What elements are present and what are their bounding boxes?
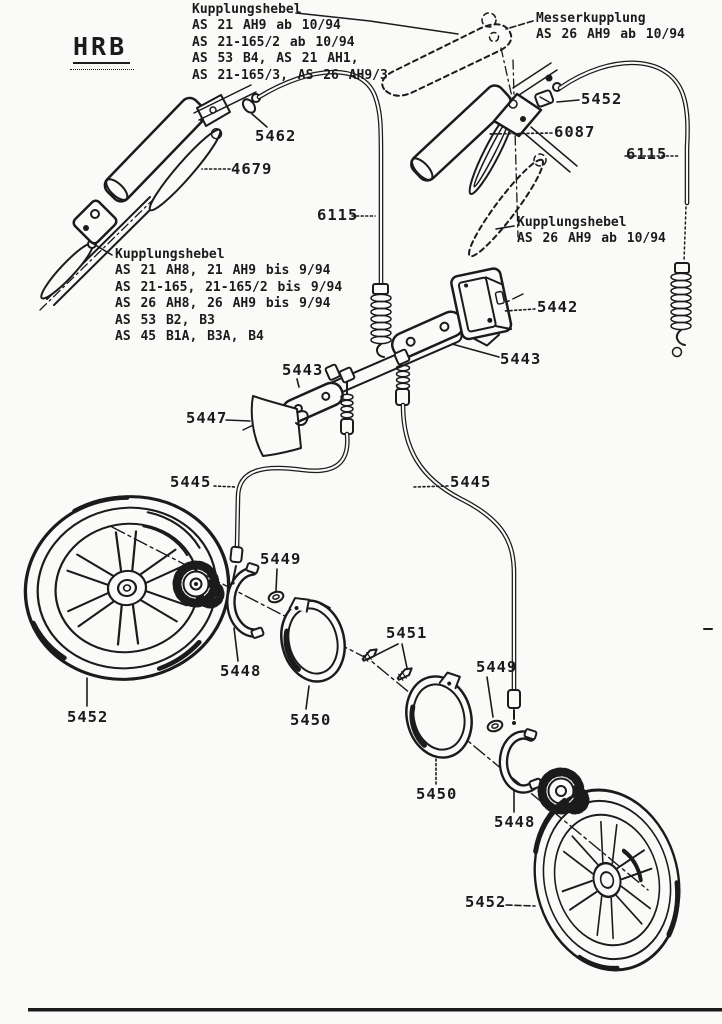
legend-line: Kupplungshebel	[517, 215, 627, 230]
screws-5451	[361, 648, 413, 681]
part-label-bowden-left: 5445	[170, 473, 212, 491]
hrb-stamp: HRB	[73, 32, 131, 64]
brake-band-right	[498, 728, 543, 794]
legend-mid-left: Kupplungshebel AS 21 AH8, 21 AH9 bis 9/9…	[115, 247, 342, 345]
guide-plate	[250, 395, 309, 457]
legend-line: AS 26 AH9 ab 10/94	[536, 27, 685, 43]
switch-box	[450, 267, 513, 347]
part-label-cable-right: 6115	[626, 145, 668, 163]
part-label-clip-left: 5462	[255, 127, 297, 145]
leader-lines	[86, 12, 681, 907]
legend-line: AS 26 AH9 ab 10/94	[517, 231, 666, 247]
part-label-lever-left: 4679	[231, 160, 273, 178]
washer-left	[267, 590, 285, 604]
legend-line: AS 21-165/3, AS 26 AH9/3	[192, 67, 388, 83]
legend-line: Kupplungshebel	[115, 247, 225, 262]
part-label-band-left: 5448	[220, 662, 262, 680]
bottom-border-line	[28, 1008, 722, 1012]
part-label-bowden-right: 5445	[450, 473, 492, 491]
legend-line: AS 21-165, 21-165/2 bis 9/94	[115, 279, 343, 295]
part-label-cable-left: 6115	[317, 206, 359, 224]
blade-clutch-lever	[381, 12, 515, 107]
part-label-washer-right: 5449	[476, 658, 518, 676]
legend-line: Messerkupplung	[536, 11, 646, 26]
washer-right	[486, 719, 504, 733]
part-label-wheel-left: 5452	[67, 708, 109, 726]
bowden-cable-right	[393, 348, 521, 725]
legend-line: AS 53 B2, B3	[115, 312, 215, 328]
handlebar-left	[39, 84, 257, 311]
part-label-screws: 5451	[386, 624, 428, 642]
legend-line: AS 26 AH8, 26 AH9 bis 9/94	[115, 296, 331, 312]
part-label-wheel-right: 5452	[465, 893, 507, 911]
legend-line: AS 53 B4, AS 21 AH1,	[192, 51, 359, 67]
legend-line: AS 21-165/2 ab 10/94	[192, 34, 355, 50]
part-label-clip-right: 5452	[581, 90, 623, 108]
legend-line: AS 21 AH9 ab 10/94	[192, 18, 341, 34]
part-label-lever-right: 6087	[554, 123, 596, 141]
part-label-ring-left: 5450	[290, 711, 332, 729]
part-label-ring-right: 5450	[416, 785, 458, 803]
legend-top-right: Messerkupplung AS 26 AH9 ab 10/94	[536, 11, 685, 44]
legend-mid-right: Kupplungshebel AS 26 AH9 ab 10/94	[517, 215, 666, 248]
wheel-left	[23, 495, 231, 681]
cable-right-6115	[552, 60, 692, 358]
part-label-washer-left: 5449	[260, 550, 302, 568]
cable-clip-left	[241, 98, 257, 114]
part-label-guide-plate: 5447	[186, 409, 228, 427]
legend-line: Kupplungshebel	[192, 2, 302, 17]
part-label-band-right: 5448	[494, 813, 536, 831]
part-label-bracket-right: 5443	[500, 350, 542, 368]
legend-top-left: Kupplungshebel AS 21 AH9 ab 10/94 AS 21-…	[192, 2, 388, 84]
hrb-underline	[70, 69, 134, 70]
part-label-bracket-left: 5443	[282, 361, 324, 379]
clutch-ring-right	[405, 671, 473, 759]
clutch-ring-left	[280, 597, 346, 683]
legend-line: AS 21 AH8, 21 AH9 bis 9/94	[115, 263, 331, 279]
sprocket-left	[172, 560, 225, 609]
brake-band-left	[226, 562, 265, 639]
handlebar-right	[410, 59, 578, 258]
legend-line: AS 45 B1A, B3A, B4	[115, 329, 264, 345]
wheel-right	[533, 788, 681, 972]
bowden-cable-left	[229, 366, 356, 585]
part-label-switch-box: 5442	[537, 298, 579, 316]
cable-left-6115	[251, 69, 392, 358]
